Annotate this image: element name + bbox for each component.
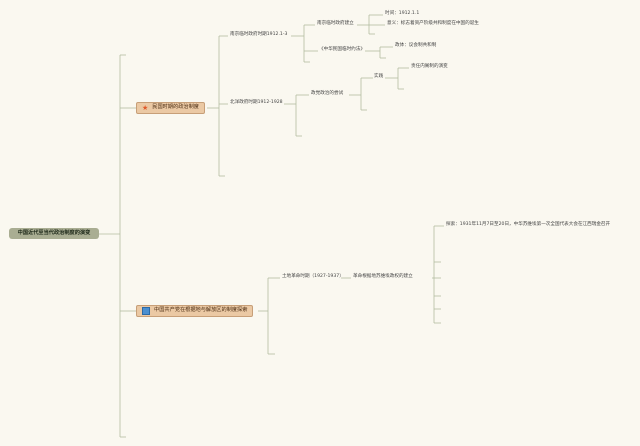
- star-icon: ★: [142, 104, 149, 112]
- topic-soviet-regime-established[interactable]: 革命根据地苏维埃政权的建立: [353, 274, 413, 279]
- topic-significance[interactable]: 意义：标志着资产阶级共和制度在中国的诞生: [387, 21, 479, 26]
- topic-cabinet-evolution[interactable]: 责任内阁制的演变: [411, 64, 448, 69]
- root-topic[interactable]: 中国近代至当代政治制度的演变: [9, 228, 99, 239]
- branch-republic-era[interactable]: ★ 民国时期的政治制度: [136, 102, 205, 114]
- topic-time[interactable]: 时间：1912.1.1: [385, 11, 420, 16]
- blue-square-icon: [142, 307, 150, 315]
- topic-exploration[interactable]: 探索：1931年11月7日至20日，中华苏维埃第一次全国代表大会在江西瑞金召开: [446, 222, 611, 227]
- branch-ccp-base-areas[interactable]: 中国共产党在根据地与解放区的制度探索: [136, 305, 254, 317]
- topic-land-revolution-period[interactable]: 土地革命时期（1927-1937）: [282, 274, 344, 279]
- topic-party-politics-attempt[interactable]: 政党政治的尝试: [311, 91, 344, 96]
- topic-nanjing-provisional-period[interactable]: 南京临时政府时期1912.1-3: [230, 32, 288, 37]
- topic-practice[interactable]: 实践: [374, 74, 384, 79]
- branch-label: 中国共产党在根据地与解放区的制度探索: [154, 307, 248, 314]
- topic-regime[interactable]: 政体：议会制共和制: [395, 43, 437, 48]
- branch-label: 民国时期的政治制度: [152, 104, 199, 111]
- topic-provisional-constitution[interactable]: 《中华民国临时约法》: [319, 47, 365, 52]
- topic-nanjing-government-established[interactable]: 南京临时政府建立: [317, 21, 354, 26]
- topic-beiyang-period[interactable]: 北洋政府时期1912-1928: [230, 100, 283, 105]
